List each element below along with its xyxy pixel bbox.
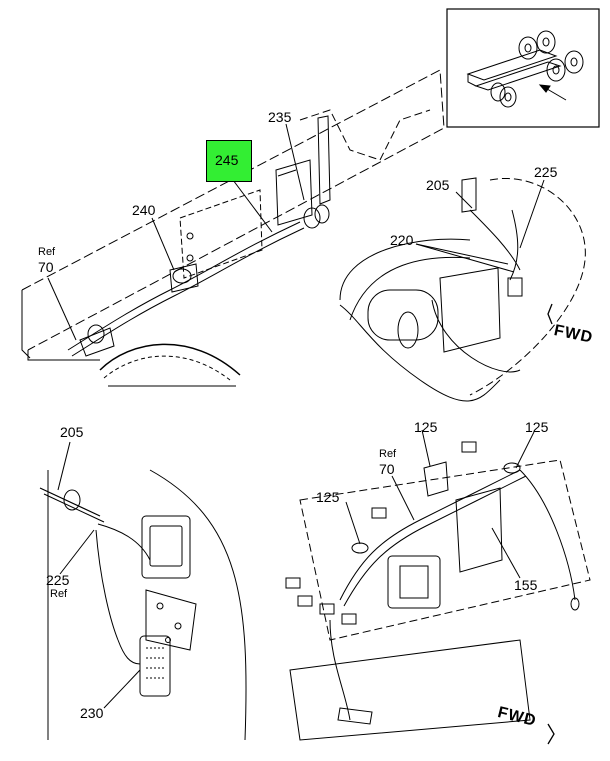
- frame-rail-assembly: [21, 69, 445, 387]
- motor-harness-view: [339, 177, 586, 402]
- callout-225-top[interactable]: 225: [534, 164, 558, 180]
- callout-125-c[interactable]: 125: [316, 489, 340, 505]
- callout-240[interactable]: 240: [132, 202, 156, 218]
- harness-routing-view: [285, 441, 591, 741]
- callout-225-bottom[interactable]: 225: [46, 572, 70, 588]
- fwd-arrow-bottom: [547, 723, 555, 745]
- callout-245-highlight: [206, 140, 252, 182]
- callout-230[interactable]: 230: [80, 705, 104, 721]
- callout-220[interactable]: 220: [390, 232, 414, 248]
- callout-205-top[interactable]: 205: [426, 177, 450, 193]
- callout-225-bottom-ref: Ref: [50, 588, 68, 600]
- callout-205-bottom[interactable]: 205: [60, 424, 84, 440]
- callout-155[interactable]: 155: [514, 577, 538, 593]
- callout-125-a[interactable]: 125: [414, 419, 438, 435]
- callout-ref70-bottom[interactable]: 70: [379, 461, 395, 477]
- callout-245[interactable]: 245: [215, 152, 239, 168]
- connector-panel-view: [39, 469, 247, 741]
- fwd-arrow-top: [547, 303, 553, 325]
- callout-ref70-top-ref: Ref: [38, 246, 56, 258]
- callout-235[interactable]: 235: [268, 109, 292, 125]
- callout-ref70-bottom-ref: Ref: [379, 448, 397, 460]
- callout-125-b[interactable]: 125: [525, 419, 549, 435]
- leader-lines: [47, 123, 545, 709]
- inset-chassis-view: [446, 8, 600, 128]
- callout-ref70-top[interactable]: 70: [38, 259, 54, 275]
